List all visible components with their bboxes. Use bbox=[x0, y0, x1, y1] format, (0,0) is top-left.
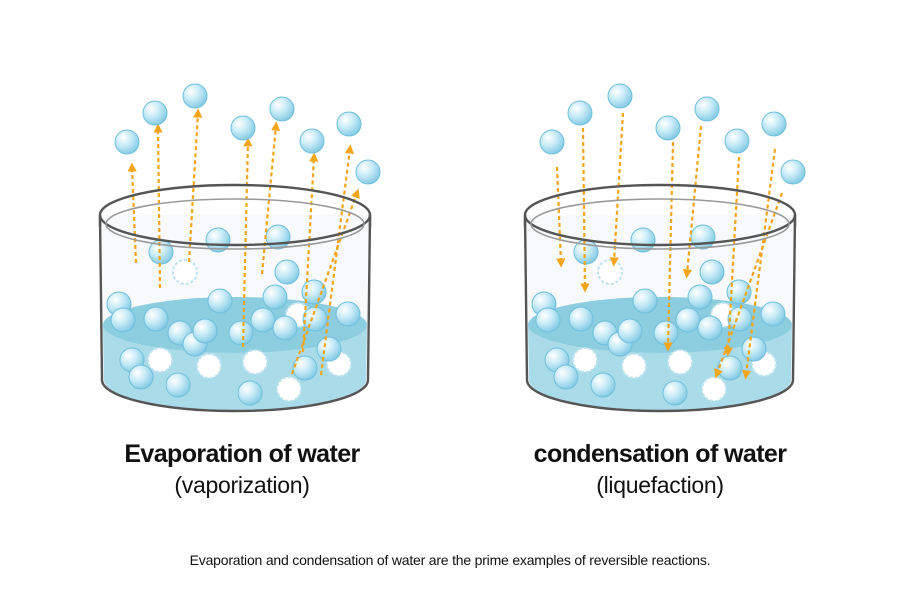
water-molecule bbox=[250, 307, 276, 333]
water-molecule bbox=[228, 320, 254, 346]
vapor-molecule bbox=[607, 83, 633, 109]
beaker-outline bbox=[523, 214, 797, 413]
vapor-bubble bbox=[147, 347, 173, 373]
vapor-bubble bbox=[172, 259, 198, 285]
evaporation-arrow bbox=[187, 108, 203, 263]
water-molecule bbox=[535, 307, 561, 333]
condensation-arrow bbox=[723, 156, 741, 357]
condensation-arrow bbox=[663, 141, 675, 352]
vapor-molecule bbox=[539, 129, 565, 155]
panel-title-condensation: condensation of water bbox=[533, 440, 787, 468]
water-molecule bbox=[302, 306, 328, 332]
panel-subtitle-vaporization: (vaporization) bbox=[174, 472, 310, 498]
vapor-bubble bbox=[621, 353, 647, 379]
vapor-molecule bbox=[761, 111, 787, 137]
water-molecule bbox=[617, 318, 643, 344]
water-molecule bbox=[699, 259, 725, 285]
water-molecule bbox=[590, 372, 616, 398]
water-molecule bbox=[128, 364, 154, 390]
beaker-rim-inner bbox=[105, 198, 365, 250]
vapor-molecule bbox=[780, 159, 806, 185]
evaporation-arrow bbox=[241, 137, 253, 348]
water-molecule bbox=[165, 372, 191, 398]
water-molecule bbox=[727, 306, 753, 332]
water-molecule bbox=[687, 284, 713, 310]
water-molecule bbox=[760, 301, 786, 327]
water-molecule bbox=[262, 284, 288, 310]
beaker-rim-side bbox=[523, 215, 797, 227]
water-molecule bbox=[292, 355, 318, 381]
vapor-bubble bbox=[242, 349, 268, 375]
vapor-molecule bbox=[724, 128, 750, 154]
water-molecule bbox=[726, 279, 752, 305]
vapor-bubble bbox=[572, 347, 598, 373]
water-molecule bbox=[335, 301, 361, 327]
water-molecule bbox=[272, 315, 298, 341]
evaporation-arrow bbox=[260, 121, 281, 275]
water-molecule bbox=[741, 336, 767, 362]
condensation-arrow bbox=[609, 112, 625, 267]
vapor-molecule bbox=[567, 100, 593, 126]
water-molecule bbox=[274, 259, 300, 285]
water-molecule bbox=[110, 307, 136, 333]
water-molecule bbox=[632, 288, 658, 314]
vapor-molecule bbox=[182, 83, 208, 109]
water-molecule bbox=[265, 224, 291, 250]
beaker-evaporation bbox=[98, 83, 381, 413]
water-molecule bbox=[568, 306, 594, 332]
beaker-rim-inner bbox=[530, 198, 790, 250]
condensation-arrow bbox=[580, 127, 590, 293]
water-molecule bbox=[316, 336, 342, 362]
water-molecule bbox=[553, 364, 579, 390]
beaker-outline bbox=[98, 214, 372, 413]
vapor-molecule bbox=[299, 128, 325, 154]
condensation-arrow bbox=[682, 125, 703, 279]
water-molecule bbox=[143, 306, 169, 332]
vapor-molecule bbox=[655, 115, 681, 141]
vapor-molecule bbox=[142, 100, 168, 126]
water-molecule bbox=[662, 380, 688, 406]
vapor-bubble bbox=[196, 353, 222, 379]
vapor-bubble bbox=[701, 376, 727, 402]
water-molecule bbox=[237, 380, 263, 406]
vapor-molecule bbox=[355, 159, 381, 185]
panel-subtitle-liquefaction: (liquefaction) bbox=[596, 472, 724, 498]
water-molecule bbox=[675, 307, 701, 333]
vapor-molecule bbox=[230, 115, 256, 141]
water-molecule bbox=[690, 224, 716, 250]
water-molecule bbox=[697, 315, 723, 341]
vapor-molecule bbox=[114, 129, 140, 155]
water-molecule bbox=[192, 318, 218, 344]
panel-title-evaporation: Evaporation of water bbox=[124, 440, 360, 468]
water-molecule bbox=[207, 288, 233, 314]
beaker-condensation bbox=[523, 83, 806, 413]
vapor-bubble bbox=[667, 349, 693, 375]
vapor-bubble bbox=[276, 376, 302, 402]
condensation-arrow bbox=[742, 148, 777, 380]
evaporation-arrow bbox=[153, 123, 163, 289]
vapor-molecule bbox=[269, 96, 295, 122]
evaporation-arrow bbox=[127, 162, 138, 264]
caption: Evaporation and condensation of water ar… bbox=[189, 552, 711, 568]
water-molecule bbox=[653, 320, 679, 346]
condensation-arrow bbox=[555, 166, 566, 268]
vapor-molecule bbox=[336, 111, 362, 137]
vapor-molecule bbox=[694, 96, 720, 122]
vapor-bubble bbox=[597, 259, 623, 285]
evaporation-arrow bbox=[319, 144, 354, 376]
beaker-rim-side bbox=[98, 215, 372, 227]
